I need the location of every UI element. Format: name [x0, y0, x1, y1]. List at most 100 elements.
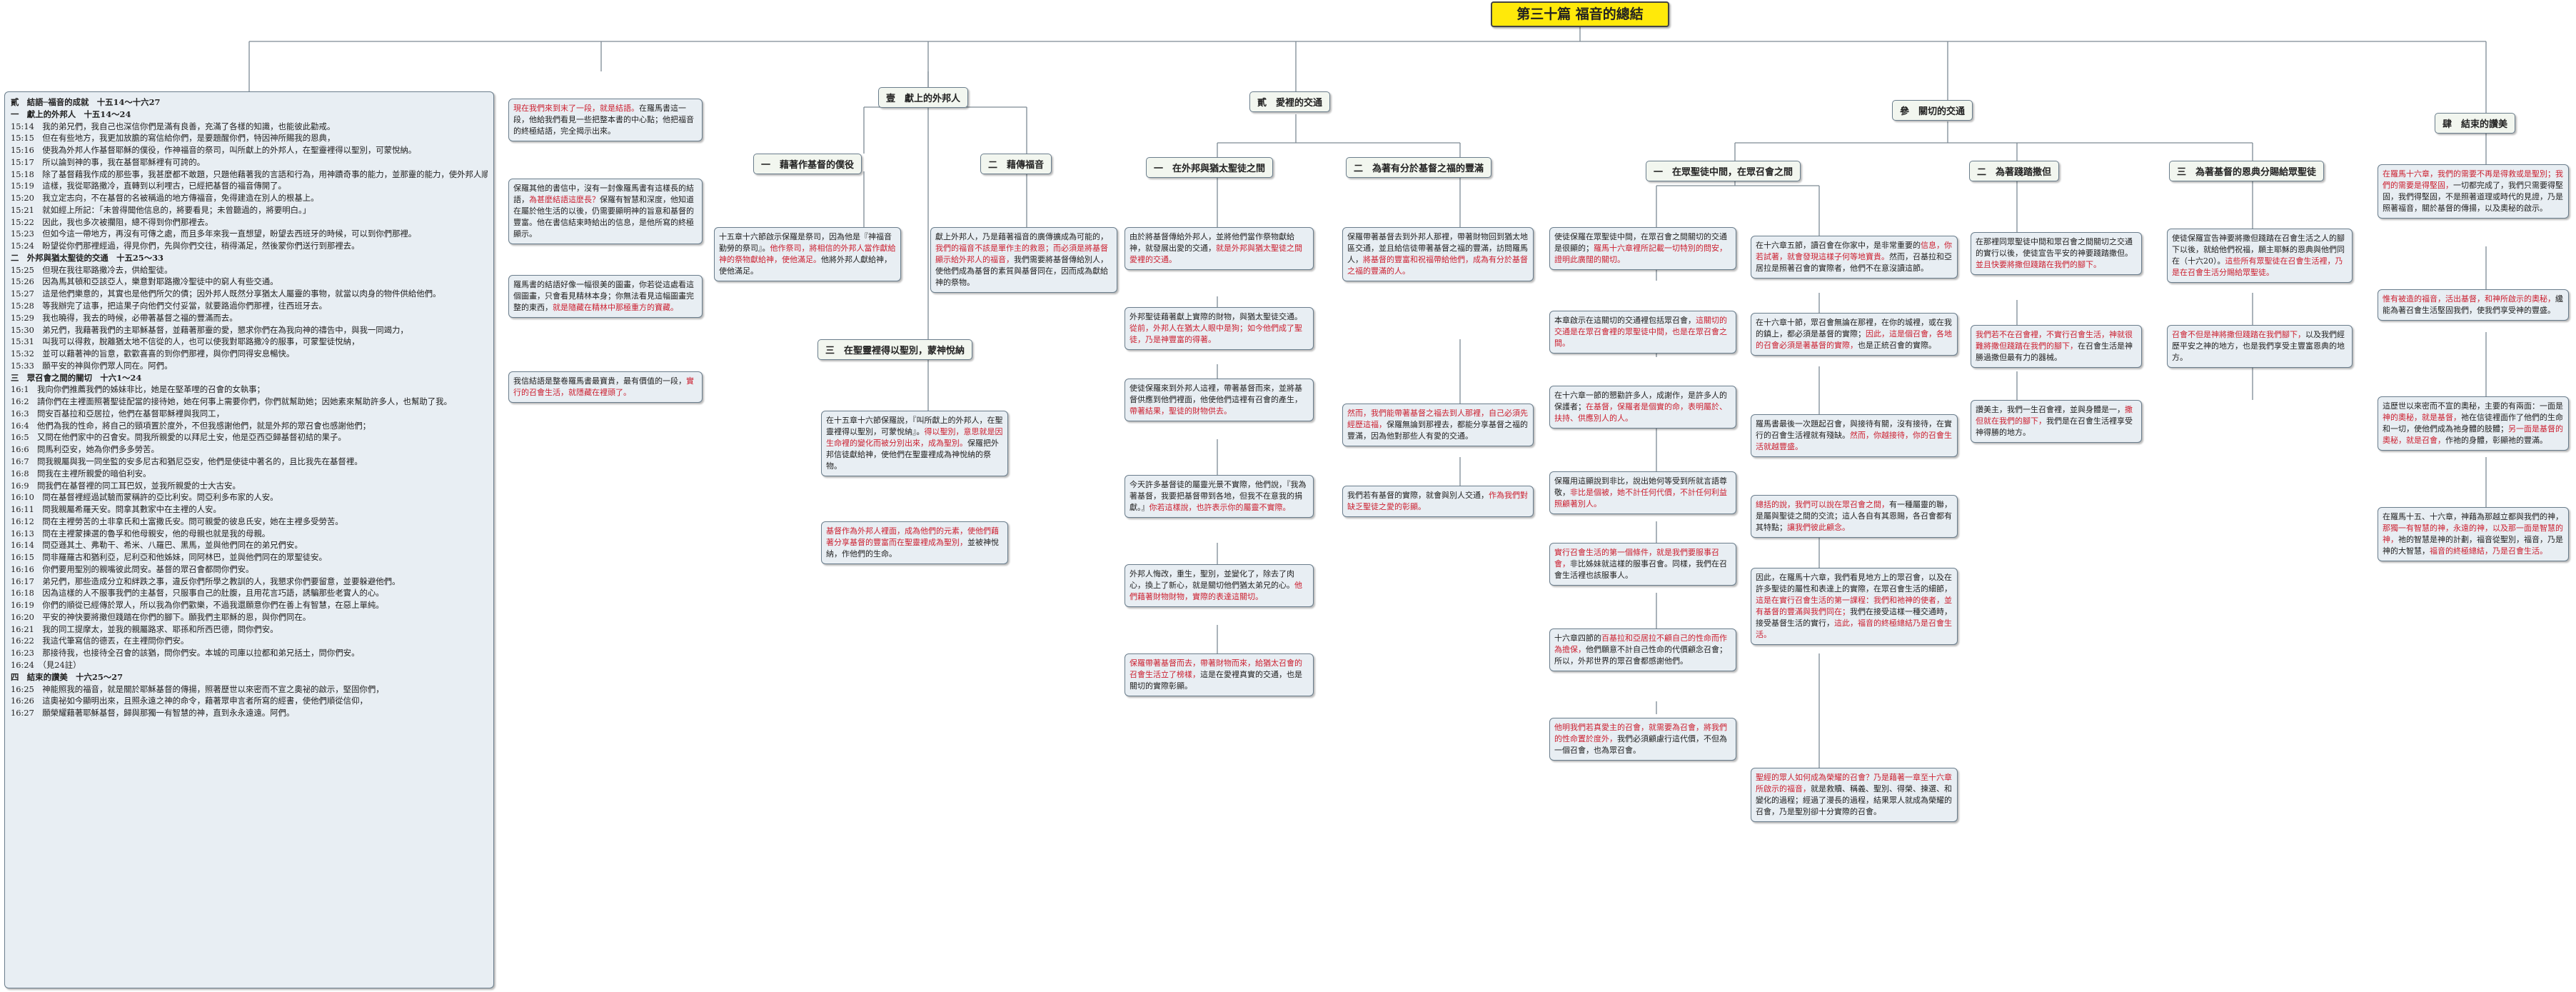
- outline-verse: 16:19 你們的順從已經傳於眾人，所以我為你們歡樂，不過我還願意你們在善上有智…: [11, 600, 384, 611]
- note-text-segment: 使徒保羅來到外邦人這裡，帶著基督而來，並將基督供應到他們裡面，他使他們這裡有召會…: [1129, 384, 1302, 404]
- outline-heading: 三 眾召會之間的關切 十六1～24: [11, 372, 142, 383]
- note-text: 本章啟示在這關切的交通裡包括眾召會，這關切的交通是在眾召會裡的眾聖徒中間，也是在…: [1554, 315, 1731, 349]
- note-text-segment: 我們若有基督的實際，就會與別人交通，: [1347, 491, 1489, 500]
- section-2b-title[interactable]: 二 為著有分於基督之福的豐滿: [1346, 157, 1492, 178]
- note-4-3: 這歷世以來密而不宣的奧秘，主要的有兩面：一面是神的奧秘，就是基督，祂在信徒裡面作…: [2378, 396, 2569, 451]
- note-3a-left-7: 他明我們若真愛主的召會，就需要為召會，將我們的性命置於度外，我們必須顧慮行這代價…: [1549, 718, 1736, 761]
- outline-verse: 16:14 問亞遜其土、弗勒干、希米、八羅巴、黑馬，並與他們同在的弟兄們安。: [11, 540, 303, 551]
- outline-verse: 15:22 因此，我也多次被攔阻，總不得到你們那裡去。: [11, 216, 213, 227]
- note-section1-body2: 羅馬書的結語好像一幅很美的圖畫，你若從這處看這個圖畫，只會看見精林本身；你無法看…: [508, 275, 703, 318]
- section-3-title[interactable]: 參 關切的交通: [1892, 100, 1973, 121]
- note-2b-3: 我們若有基督的實際，就會與別人交通，作為我們對缺乏聖徒之愛的彰顯。: [1342, 486, 1534, 517]
- note-4-4: 在羅馬十五、十六章，神藉為那越立都與我們的神，那獨一有智慧的神，永遠的神，以及那…: [2378, 507, 2569, 561]
- outline-verse: 16:23 那接待我，也接待全召會的該猶，問你們安。本城的司庫以拉都和弟兄括土，…: [11, 648, 360, 658]
- outline-verse: 15:18 除了基督藉我作成的那些事，我甚麼都不敢題，只題他藉著我的言語和行為，…: [11, 169, 488, 179]
- highlighted-text: 他們藉著財物財物，實際的表達這關切。: [1129, 580, 1302, 601]
- highlighted-text: 信息，你若試著，就會發現這樣子何等地寶貴。: [1756, 241, 1952, 261]
- highlighted-text: 在羅馬十六章，我們的需要不再是得救或是聖別；我們的需要是得堅固，: [2383, 169, 2563, 190]
- outline-verse: 15:32 並可以藉著神的旨意，歡歡喜喜的到你們那裡，與你們同得安息暢快。: [11, 349, 295, 359]
- note-text: 現在我們來到末了一段，就是結語。在羅馬書這一段，他給我們看見一些把整本書的中心點…: [513, 103, 698, 137]
- outline-verse: 15:27 這是他們樂意的，其實也是他們所欠的債；因外邦人既然分享猶太人屬靈的事…: [11, 289, 441, 299]
- section-3c-title[interactable]: 三 為著基督的恩典分賜給眾聖徒: [2169, 161, 2325, 181]
- section-1a-title[interactable]: 一 藉著作基督的僕役: [753, 154, 862, 174]
- outline-verse: 15:31 叫我可以得救，脫離猶太地不信從的人，也可以使我對耶路撒冷的服事，可蒙…: [11, 336, 360, 347]
- note-3b-1: 在那裡同眾聖徒中間和眾召會之間關切之交通的實行以後，使徒宣告平安的神要踐踏撒但。…: [1971, 232, 2142, 275]
- section-3b-title[interactable]: 二 為著踐踏撒但: [1969, 161, 2060, 181]
- note-text-segment: 福音從聖別，福音，乃是神的大智慧，: [2383, 534, 2563, 556]
- outline-verse: 16:8 問我在主裡所親愛的暗伯利安。: [11, 468, 151, 479]
- highlighted-text: 這關切的交通是在眾召會裡的眾聖徒中間，也是在眾召會之間。: [1554, 316, 1727, 348]
- note-text-segment: 他在書信結束時給出的信息，是他所寫的終極顯示。: [513, 217, 694, 239]
- section-2a-title[interactable]: 一 在外邦與猶太聖徒之間: [1146, 157, 1274, 178]
- note-1a: 十五章十六節啟示保羅是祭司，因為他是『神福音勤勞的祭司』。他作祭司，將相信的外邦…: [714, 227, 901, 281]
- note-text: 十六章四節的百基拉和亞居拉不顧自己的性命而作為擔保，他們願意不計自己性命的代價顧…: [1554, 633, 1731, 667]
- note-text: 獻上外邦人，乃是藉著福音的廣傳擴成為可能的，我們的福音不該是單作主的救恩；而必須…: [935, 231, 1112, 289]
- note-text-segment: 他將外邦人獻給神，使他滿足。: [719, 254, 892, 276]
- note-text: 因此，在羅馬十六章，我們看見地方上的眾召會，以及在許多聖徒的屬性和表達上的實際，…: [1756, 572, 1953, 641]
- section-1c-title[interactable]: 三 在聖靈裡得以聖別，蒙神悅納: [817, 339, 973, 360]
- note-text: 在羅馬十五、十六章，神藉為那越立都與我們的神，那獨一有智慧的神，永遠的神，以及那…: [2383, 511, 2564, 557]
- note-3a-left-4: 保羅用這顯說到非比，說出她何等受到所就言語尊敬，非比是個被，她不計任何代價，不計…: [1549, 471, 1736, 514]
- outline-verse: 16:10 問在基督裡經過試驗而蒙稱許的亞比利安。問亞利多布家的人安。: [11, 492, 278, 503]
- note-text-segment: 我們是在召會生活裡享受神得勝的地方。: [1976, 416, 2133, 437]
- highlighted-text: 聖經的眾人如何成為榮耀的召會？乃是藉著一章至十六章所啟示的福音，: [1756, 773, 1952, 793]
- section-1b-title[interactable]: 二 藉傳福音: [980, 154, 1052, 174]
- outline-heading: 二 外邦與猶太聖徒的交通 十五25～33: [11, 252, 163, 263]
- highlighted-text: 從前，外邦人在猶太人眼中是狗；如今他們成了聖徒，乃是神豐富的得著。: [1129, 323, 1302, 344]
- highlighted-text: 羅馬十六章裡所記載一切特別的問安，證明此廣闊的關切。: [1554, 243, 1727, 264]
- highlighted-text: 現在我們來到末了一段，就是結語。: [513, 104, 639, 113]
- highlighted-text: 總括的說，我們可以說在眾召會之間，: [1756, 500, 1889, 509]
- note-text-segment: 本章啟示在這關切的交通裡包括眾召會，: [1554, 316, 1696, 325]
- note-2b-2: 然而，我們能帶著基督之福去到人那裡，自己必須先經歷這福，保羅無論到那裡去，都能分…: [1342, 404, 1534, 446]
- highlighted-text: 得以聖別，意思就是因生命裡的變化而被分別出來，成為聖別。: [826, 426, 1003, 448]
- note-3a-left-1: 使徒保羅在眾聖徒中間，在眾召會之間關切的交通是很顯的；羅馬十六章裡所記載一切特別…: [1549, 227, 1736, 270]
- note-text-segment: 一切都完成了，我們只需要得堅固，我們得堅固，不是照著道理或時代的見證，乃是照著福…: [2383, 180, 2563, 213]
- note-2a-6: 保羅帶著基督而去，帶著財物而來，給猶太召會的召會生活立了榜樣，這是在愛裡真實的交…: [1125, 653, 1314, 696]
- note-text: 使徒保羅來到外邦人這裡，帶著基督而來，並將基督供應到他們裡面，他使他們這裡有召會…: [1129, 383, 1309, 417]
- note-text: 外邦人悔改，重生，聖別，並變化了，除去了肉心，換上了新心，就是關切他們猶太弟兄的…: [1129, 568, 1309, 603]
- note-text: 總括的說，我們可以說在眾召會之間，有一種屬靈的聯，是屬與聖徒之間的交流；這人各自…: [1756, 499, 1953, 533]
- note-text: 聖經的眾人如何成為榮耀的召會？乃是藉著一章至十六章所啟示的福音，就是救贖、稱義、…: [1756, 772, 1953, 818]
- note-3a-left-2: 本章啟示在這關切的交通裡包括眾召會，這關切的交通是在眾召會裡的眾聖徒中間，也是在…: [1549, 311, 1736, 354]
- note-text-segment: 今天許多基督徒的屬靈光景不實際，他們說，『我為著基督，我要把基督帶到各地，但我不…: [1129, 480, 1307, 512]
- note-text: 羅馬書最後一次題起召會，與接待有關，沒有接待，在實行的召會生活裡就有殘缺。然而，…: [1756, 419, 1953, 453]
- outline-verse: 15:16 使我為外邦人作基督耶穌的僕役，作神福音的祭司，叫所獻上的外邦人，在聖…: [11, 145, 417, 156]
- outline-verse: 16:22 我這代筆寫信的德丟，在主裡問你們安。: [11, 636, 189, 646]
- note-text-segment: 因此，在羅馬十六章，我們看見地方上的眾召會，以及在許多聖徒的屬性和表達上的實際，…: [1756, 573, 1952, 593]
- outline-verse: 15:14 我的弟兄們，我自己也深信你們是滿有良善，充滿了各樣的知識，也能彼此勸…: [11, 121, 336, 131]
- note-text: 我信結語是整卷羅馬書最寶貴，最有價值的一段，實行的召會生活，就隱藏在裡頭了。: [513, 376, 698, 399]
- highlighted-text: 這此，福音的終極總結乃是召會生活。: [1756, 618, 1952, 639]
- outline-verse: 16:25 神能照我的福音，就是關於耶穌基督的傳揚，照著歷世以來密而不宣之奧祕的…: [11, 683, 384, 694]
- note-text-segment: 獻上外邦人，乃是藉著福音的廣傳擴成為可能的，: [935, 232, 1108, 241]
- note-text-segment: 保羅帶著基督去到外邦人那裡，帶著財物回到猶太地區交通，並且給信徒帶著基督之福的豐…: [1347, 232, 1528, 264]
- section-3a-title[interactable]: 一 在眾聖徒中間，在眾召會之間: [1646, 161, 1801, 181]
- outline-verse: 15:23 但如今這一帶地方，再沒有可傳之處，而且多年來我一直想望，盼望去西班牙…: [11, 229, 417, 239]
- note-text-segment: 這歷世以來密而不宣的奧秘，主要的有兩面：一面是: [2383, 401, 2563, 411]
- highlighted-text: 在基督，保羅者是個實的命，表明屬於、扶持、供應別人的人。: [1554, 401, 1727, 423]
- highlighted-text: 因此，這是個召會，各地的召會必須是著基督的實際，: [1756, 329, 1952, 350]
- outline-verse: 15:29 我也曉得，我去的時候，必帶著基督之福的豐滿而去。: [11, 312, 238, 323]
- highlighted-text: 召會不但是神將撒但踐踏在我們腳下，: [2172, 330, 2305, 339]
- highlighted-text: 就是外邦與猶太聖徒之間愛裡的交通。: [1129, 243, 1302, 264]
- note-1b: 獻上外邦人，乃是藉著福音的廣傳擴成為可能的，我們的福音不該是單作主的救恩；而必須…: [930, 227, 1117, 293]
- outline-verse: 16:3 問安百基拉和亞居拉，他們在基督耶穌裡與我同工，: [11, 408, 224, 419]
- note-text-segment: 保羅把外邦信徒獻給神，使他們在聖靈裡成為神悅納的祭物。: [826, 438, 999, 471]
- note-section1-body3: 我信結語是整卷羅馬書最寶貴，最有價值的一段，實行的召會生活，就隱藏在裡頭了。: [508, 371, 703, 403]
- highlighted-text: 基督作為外邦人裡面，成為他們的元素，使他們藉著分享基督的豐富而在聖靈裡成為聖別，: [826, 526, 999, 547]
- outline-verse: 16:26 這奧祕如今顯明出來，且照永遠之神的命令，藉著眾申言者所寫的經書，使他…: [11, 696, 368, 706]
- note-text-segment: 外邦人悔改，重生，聖別，並變化了，除去了肉心，換上了新心，就是關切他們猶太弟兄的…: [1129, 569, 1294, 590]
- note-text-segment: 作祂的身體，彰顯祂的豐滿。: [2445, 435, 2547, 445]
- note-text: 在羅馬十六章，我們的需要不再是得救或是聖別；我們的需要是得堅固，一切都完成了，我…: [2383, 169, 2564, 214]
- note-text-segment: 他們願意不計自己性命的代價顧念召會；所以，外邦世界的眾召會都感謝他們。: [1554, 644, 1727, 666]
- section-2-title[interactable]: 貳 愛裡的交通: [1249, 91, 1331, 112]
- outline-verse: 15:30 弟兄們，我藉著我們的主耶穌基督，並藉著那靈的愛，懇求你們在為我向神的…: [11, 324, 408, 335]
- section-1-title[interactable]: 壹 獻上的外邦人: [878, 87, 969, 108]
- note-text: 在十五章十六節保羅說，『叫所獻上的外邦人，在聖靈裡得以聖別，可蒙悅納』。得以聖別…: [826, 415, 1003, 472]
- note-2a-5: 外邦人悔改，重生，聖別，並變化了，除去了肉心，換上了新心，就是關切他們猶太弟兄的…: [1125, 564, 1314, 607]
- note-text-segment: 纔能為著召會生活堅固我們，使我們享受神的豐盛。: [2383, 294, 2563, 315]
- note-3a-right-4: 總括的說，我們可以說在眾召會之間，有一種屬靈的聯，是屬與聖徒之間的交流；這人各自…: [1751, 495, 1958, 538]
- section-4-title[interactable]: 肆 結束的讚美: [2435, 113, 2516, 134]
- outline-verse: 16:4 他們為我的性命，將自己的頸項置於度外，不但我感謝他們，就是外邦的眾召會…: [11, 420, 371, 431]
- highlighted-text: 那獨一有智慧的神，永遠的神，以及那一面是智慧的神，: [2383, 523, 2563, 544]
- outline-heading: 四 結束的讚美 十六25～27: [11, 671, 123, 682]
